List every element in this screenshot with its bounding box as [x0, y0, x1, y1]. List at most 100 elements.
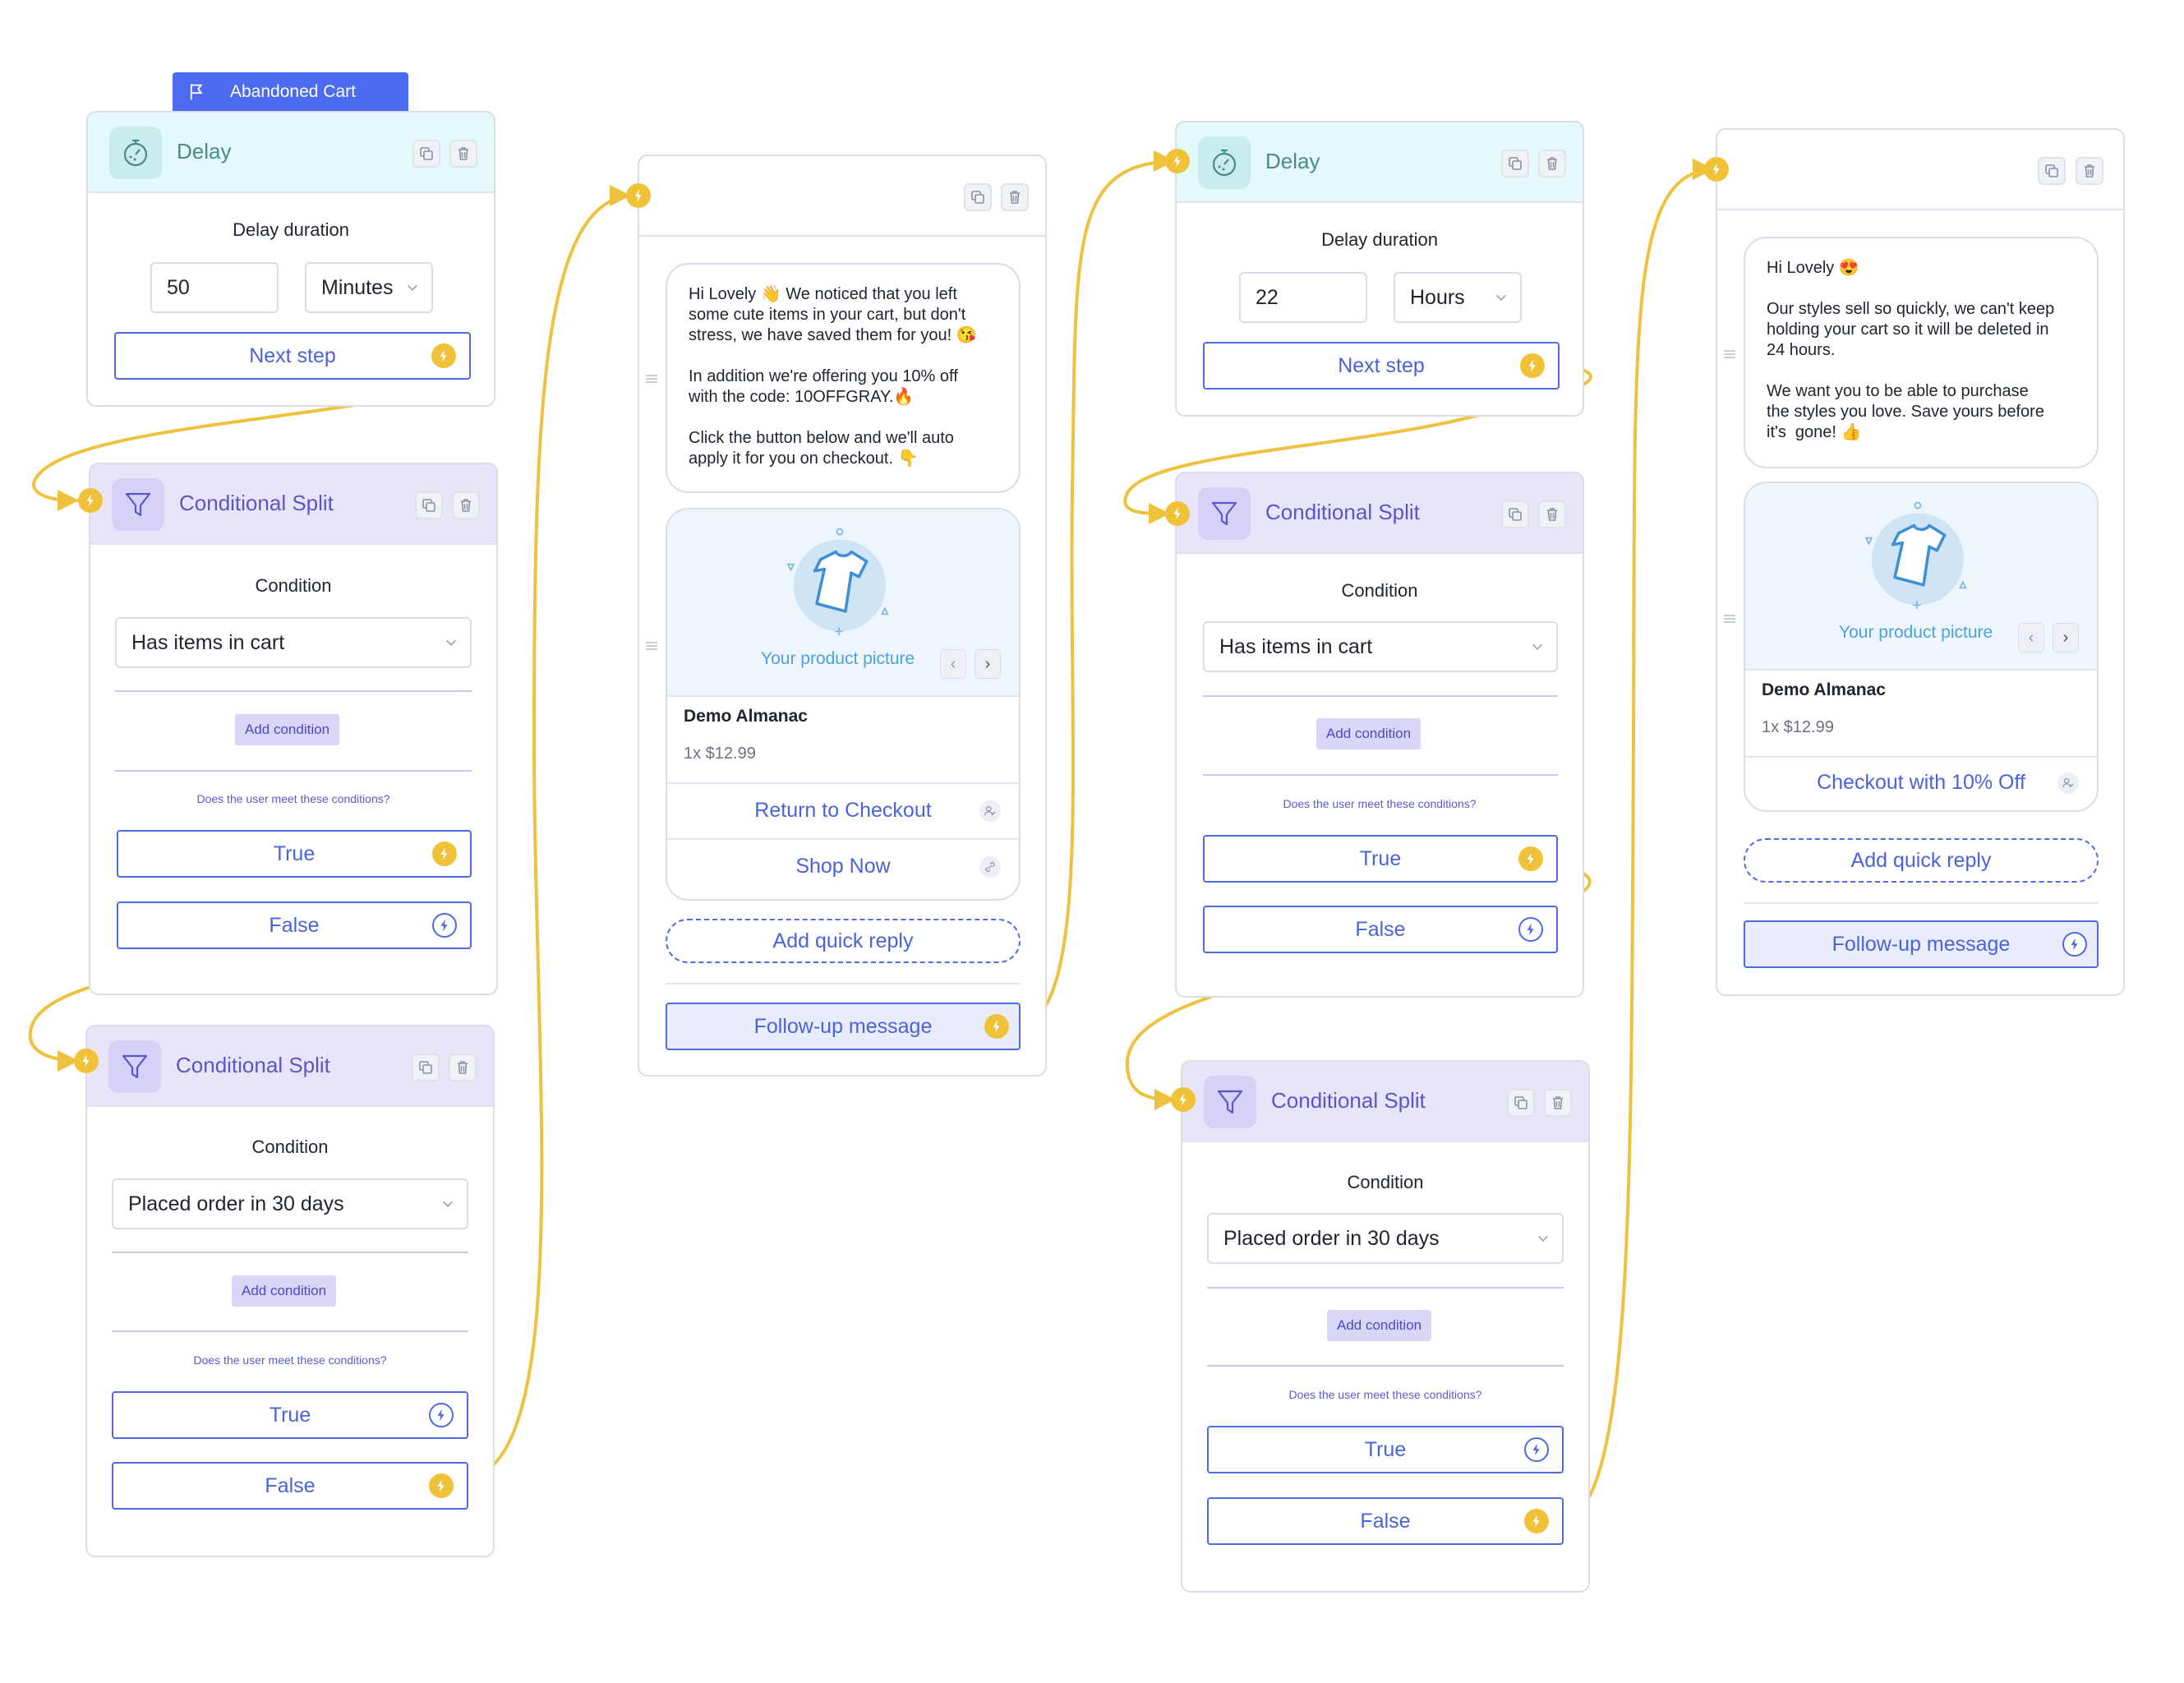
input-bolt-icon[interactable] — [1171, 1087, 1196, 1112]
bolt-icon[interactable] — [2062, 932, 2087, 957]
true-branch-button[interactable]: True — [1207, 1426, 1564, 1473]
condition-question: Does the user meet these conditions? — [1288, 1388, 1482, 1401]
follow-up-message-button[interactable]: Follow-up message — [1744, 920, 2099, 968]
trigger-label: Abandoned Cart — [230, 82, 356, 101]
connector-split2-to-message1 — [466, 194, 629, 1481]
divider — [112, 1330, 468, 1332]
message-node-2[interactable]: Hi Lovely 😍 Our styles sell so quickly, … — [1716, 128, 2125, 996]
condition-select[interactable]: Placed order in 30 days — [1207, 1213, 1564, 1264]
conditional-split-node-2[interactable]: Conditional Split Condition Placed order… — [85, 1025, 495, 1557]
drag-handle-icon[interactable] — [646, 375, 657, 383]
prev-arrow-button[interactable]: ‹ — [940, 649, 966, 679]
add-condition-button[interactable]: Add condition — [1327, 1310, 1432, 1341]
next-arrow-button[interactable]: › — [2053, 623, 2079, 652]
copy-icon[interactable] — [415, 491, 443, 519]
product-image-area[interactable]: Your product picture ‹ › — [1745, 483, 2097, 669]
conditional-split-node-4[interactable]: Conditional Split Condition Placed order… — [1181, 1060, 1590, 1593]
bolt-icon[interactable] — [431, 344, 456, 368]
false-branch-button[interactable]: False — [117, 901, 472, 949]
bolt-icon[interactable] — [1520, 353, 1545, 378]
product-card[interactable]: Your product picture ‹ › Demo Almanac 1x… — [666, 508, 1021, 901]
delay-unit-select[interactable]: Minutes — [305, 262, 433, 313]
copy-icon[interactable] — [1501, 500, 1529, 528]
add-quick-reply-button[interactable]: Add quick reply — [1744, 838, 2099, 883]
return-to-checkout-button[interactable]: Return to Checkout — [754, 799, 932, 822]
connector-split4-to-message2 — [1564, 168, 1714, 1522]
bolt-icon[interactable] — [1524, 1509, 1549, 1533]
bolt-icon[interactable] — [1518, 917, 1543, 942]
bolt-icon[interactable] — [429, 1473, 454, 1498]
message-node-1[interactable]: Hi Lovely 👋 We noticed that you left som… — [638, 154, 1047, 1077]
trash-icon[interactable] — [1544, 1089, 1572, 1117]
false-label: False — [1360, 1509, 1411, 1533]
next-step-button[interactable]: Next step — [1203, 342, 1560, 390]
message-text-bubble[interactable]: Hi Lovely 😍 Our styles sell so quickly, … — [1744, 237, 2099, 468]
node-title: Conditional Split — [176, 1053, 330, 1077]
condition-question: Does the user meet these conditions? — [193, 1353, 387, 1367]
bolt-icon[interactable] — [429, 1403, 454, 1427]
input-bolt-icon[interactable] — [1704, 157, 1729, 182]
delay-value-input[interactable]: 22 — [1239, 272, 1367, 323]
true-branch-button[interactable]: True — [1203, 835, 1558, 883]
copy-icon[interactable] — [412, 1054, 440, 1081]
trash-icon[interactable] — [449, 140, 477, 168]
delay-value-input[interactable]: 50 — [150, 262, 279, 313]
drag-handle-icon[interactable] — [646, 642, 657, 650]
delay-node-2[interactable]: Delay Delay duration 22 Hours Next step — [1175, 121, 1584, 417]
bolt-icon[interactable] — [1518, 846, 1543, 871]
next-arrow-button[interactable]: › — [975, 649, 1001, 679]
trigger-tab-abandoned-cart[interactable]: Abandoned Cart — [173, 72, 408, 112]
copy-icon[interactable] — [412, 140, 440, 168]
conditional-split-node-3[interactable]: Conditional Split Condition Has items in… — [1175, 472, 1584, 998]
add-condition-button[interactable]: Add condition — [1316, 718, 1421, 749]
true-label: True — [1364, 1437, 1407, 1461]
false-branch-button[interactable]: False — [1207, 1497, 1564, 1545]
product-card[interactable]: Your product picture ‹ › Demo Almanac 1x… — [1744, 482, 2099, 812]
trash-icon[interactable] — [1001, 183, 1029, 211]
copy-icon[interactable] — [1507, 1089, 1535, 1117]
add-condition-button[interactable]: Add condition — [232, 1275, 337, 1307]
true-branch-button[interactable]: True — [112, 1391, 468, 1439]
condition-select[interactable]: Placed order in 30 days — [112, 1178, 468, 1229]
trash-icon[interactable] — [452, 491, 480, 519]
trash-icon[interactable] — [449, 1054, 477, 1081]
delay-unit-select[interactable]: Hours — [1394, 272, 1522, 323]
copy-icon[interactable] — [964, 183, 992, 211]
drag-handle-icon[interactable] — [1724, 615, 1735, 623]
true-branch-button[interactable]: True — [117, 830, 472, 878]
next-step-button[interactable]: Next step — [114, 332, 471, 380]
copy-icon[interactable] — [1501, 150, 1529, 178]
conditional-split-node-1[interactable]: Conditional Split Condition Has items in… — [89, 463, 498, 995]
bolt-icon[interactable] — [432, 842, 457, 866]
delay-node-1[interactable]: Delay Delay duration 50 Minutes Next ste… — [86, 111, 495, 407]
false-branch-button[interactable]: False — [112, 1462, 468, 1510]
drag-handle-icon[interactable] — [1724, 350, 1735, 358]
shop-now-button[interactable]: Shop Now — [795, 855, 891, 878]
add-condition-button[interactable]: Add condition — [235, 714, 340, 745]
divider — [1745, 756, 2097, 758]
funnel-icon — [1204, 1076, 1256, 1128]
condition-select[interactable]: Has items in cart — [115, 617, 472, 668]
input-bolt-icon[interactable] — [626, 183, 651, 208]
input-bolt-icon[interactable] — [78, 488, 103, 513]
funnel-icon — [1198, 487, 1251, 540]
trash-icon[interactable] — [1538, 150, 1566, 178]
bolt-icon[interactable] — [984, 1014, 1009, 1039]
condition-select[interactable]: Has items in cart — [1203, 621, 1558, 672]
copy-icon[interactable] — [2038, 157, 2066, 185]
add-quick-reply-button[interactable]: Add quick reply — [666, 919, 1021, 963]
follow-up-message-button[interactable]: Follow-up message — [666, 1003, 1021, 1050]
checkout-discount-button[interactable]: Checkout with 10% Off — [1817, 771, 2025, 794]
message-text-bubble[interactable]: Hi Lovely 👋 We noticed that you left som… — [666, 263, 1021, 493]
product-image-area[interactable]: Your product picture ‹ › — [667, 510, 1019, 695]
trash-icon[interactable] — [2076, 157, 2103, 185]
input-bolt-icon[interactable] — [1165, 149, 1190, 173]
false-branch-button[interactable]: False — [1203, 906, 1558, 953]
bolt-icon[interactable] — [432, 913, 457, 938]
prev-arrow-button[interactable]: ‹ — [2018, 623, 2044, 652]
link-icon — [979, 856, 1001, 878]
bolt-icon[interactable] — [1524, 1437, 1549, 1462]
input-bolt-icon[interactable] — [1165, 501, 1190, 526]
input-bolt-icon[interactable] — [74, 1049, 99, 1073]
trash-icon[interactable] — [1538, 500, 1566, 528]
